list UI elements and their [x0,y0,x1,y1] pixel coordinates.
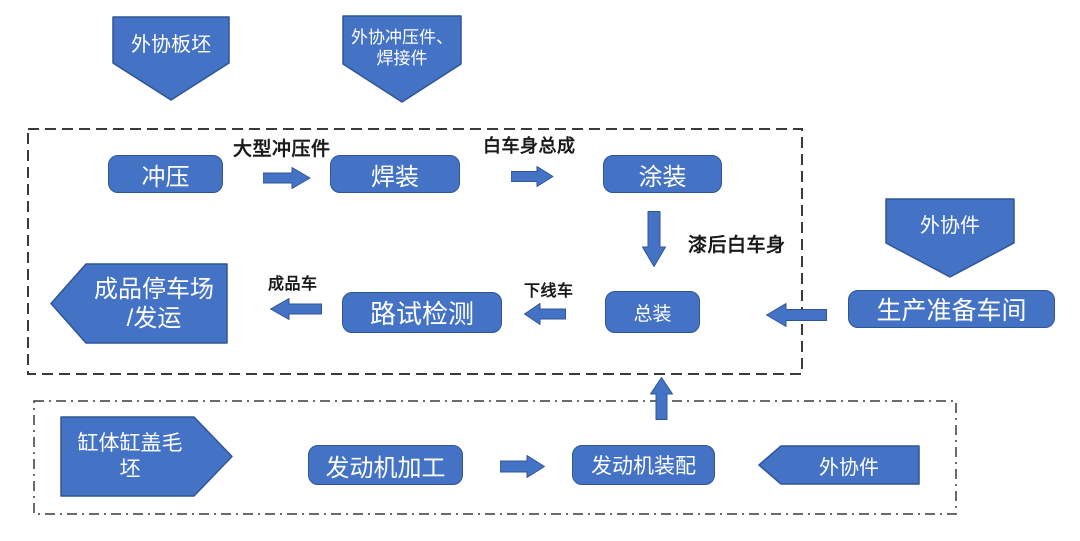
process-box-shengchan-zhunbei: 生产准备车间 [848,290,1055,328]
flow-arrow-down-icon [642,211,666,267]
input-pentagon-waixie-banpi: 外协板坯 [112,16,230,101]
pentagon-down-icon [885,198,1015,278]
process-box-chongya: 冲压 [108,155,223,193]
engine-plant-dashdot-region [33,400,957,515]
input-pentagon-waixiejian-bottom: 外协件 [758,445,920,485]
flow-label-qihou-baicheshen: 漆后白车身 [688,235,786,256]
pentagon-right-icon [60,416,233,497]
pentagon-label: 外协板坯 [131,33,211,56]
process-box-fadongji-jiagong: 发动机加工 [308,445,463,485]
flow-arrow-right-icon [500,455,545,478]
process-box-label: 焊装 [371,163,419,191]
pentagon-label: 外协件 [819,456,879,479]
process-box-label: 路试检测 [369,299,474,329]
flow-label-chengpinche: 成品车 [268,276,318,293]
flow-arrow-right-icon [263,167,311,189]
process-box-lushi-jiance: 路试检测 [342,292,502,333]
process-box-label: 生产准备车间 [876,297,1027,325]
process-box-label: 涂装 [638,163,687,191]
process-box-hanzhuang: 焊装 [330,155,460,193]
pentagon-left-icon [50,263,228,344]
process-box-label: 冲压 [141,163,190,191]
pentagon-label: 缸体缸盖毛 坯 [77,431,183,481]
pentagon-down-icon [112,16,230,101]
flow-arrow-left-icon [270,298,322,320]
flow-label-daxing-chongyajian: 大型冲压件 [233,139,331,160]
process-box-zongzhuang: 总装 [605,291,700,333]
flow-label-baicheshen-zongcheng: 白车身总成 [483,136,576,156]
flow-arrow-left-icon [766,303,827,327]
process-box-label: 总装 [633,303,672,325]
flow-arrow-up-icon [650,377,673,420]
input-pentagon-waixiejian-top: 外协件 [885,198,1015,278]
input-pentagon-gangti-ganggai: 缸体缸盖毛 坯 [60,416,233,497]
pentagon-left-icon [758,445,920,485]
input-pentagon-waixie-chongyajian: 外协冲压件、 焊接件 [342,15,462,103]
process-box-label: 发动机装配 [591,455,696,478]
flow-arrow-left-icon [524,303,566,325]
terminal-pentagon-chengpin-parking: 成品停车场 /发运 [50,263,228,344]
pentagon-label: 外协冲压件、 焊接件 [351,28,453,68]
process-box-tuzhuang: 涂装 [603,155,722,193]
process-box-fadongji-zhuangpei: 发动机装配 [572,445,715,485]
flow-arrow-right-icon [511,166,554,187]
pentagon-down-icon [342,15,462,103]
process-box-label: 发动机加工 [325,454,446,482]
terminal-label: 成品停车场 /发运 [94,275,214,332]
pentagon-label: 外协件 [920,214,980,237]
flow-label-xiaxianche: 下线车 [524,283,574,300]
